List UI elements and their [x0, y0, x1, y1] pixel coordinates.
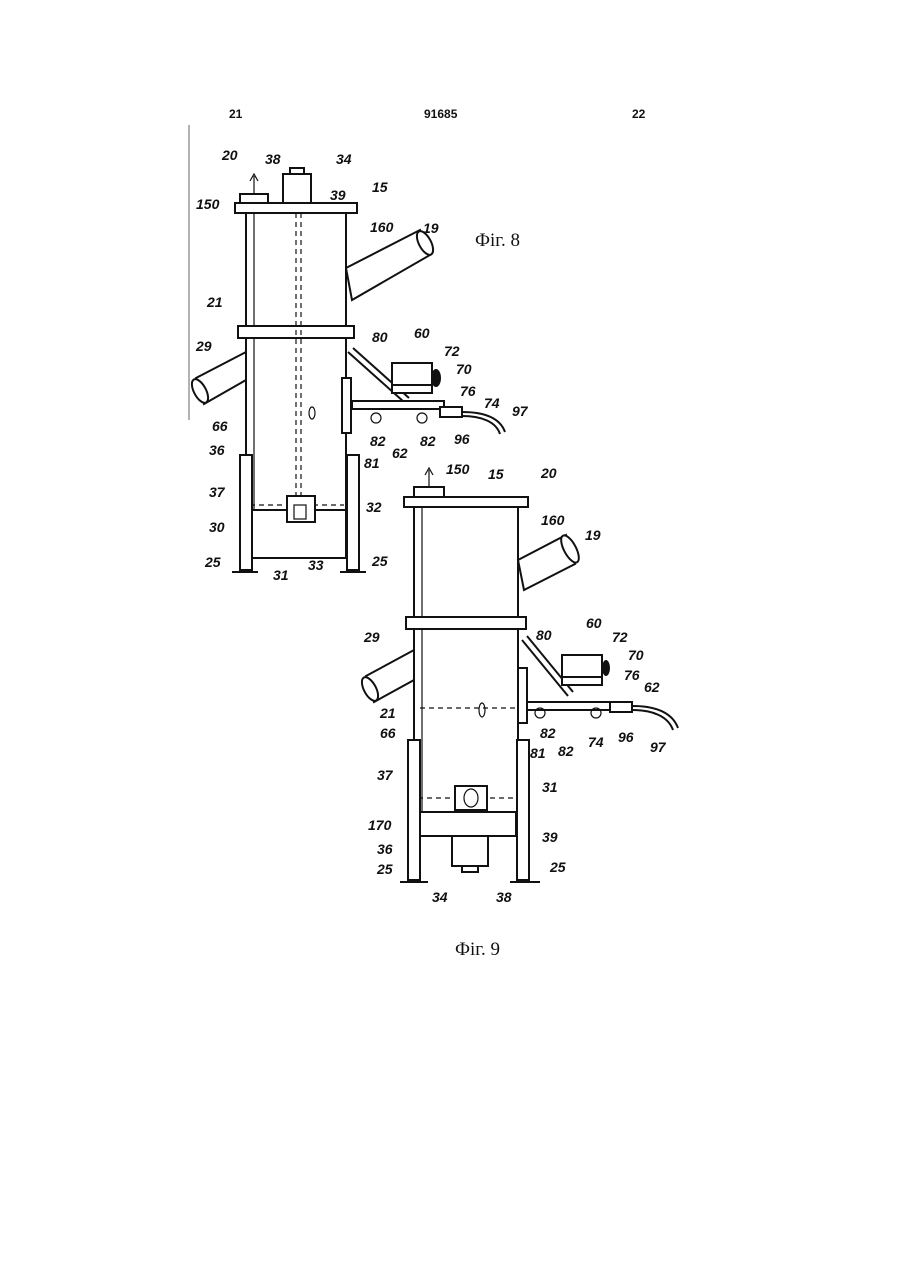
fig8-label: 39	[330, 187, 346, 203]
fig9-label: 62	[644, 679, 660, 695]
fig8-label: 72	[444, 343, 460, 359]
fig9-label: 97	[650, 739, 667, 755]
fig8-label: 25	[204, 554, 221, 570]
fig8-label: 76	[460, 383, 476, 399]
fig9-label: 150	[446, 461, 470, 477]
fig8-label: 15	[372, 179, 388, 195]
fig8-label: 20	[221, 147, 238, 163]
fig9-label: 70	[628, 647, 644, 663]
fig8-label: 60	[414, 325, 430, 341]
fig9-label: 20	[540, 465, 557, 481]
fig9-label: 60	[586, 615, 602, 631]
fig8-label: 97	[512, 403, 529, 419]
fig8-label: 36	[209, 442, 225, 458]
fig8-label: 32	[366, 499, 382, 515]
fig8-label: 150	[196, 196, 220, 212]
fig9-label: 76	[624, 667, 640, 683]
fig8-label: 66	[212, 418, 228, 434]
fig8-label: 19	[423, 220, 439, 236]
fig9-label: 19	[585, 527, 601, 543]
fig9-label: 160	[541, 512, 565, 528]
fig8-label: 37	[209, 484, 226, 500]
fig9-label: 25	[376, 861, 393, 877]
fig9-label: 25	[549, 859, 566, 875]
fig8-label: 74	[484, 395, 500, 411]
fig8-label: 33	[308, 557, 324, 573]
fig9-label: 39	[542, 829, 558, 845]
fig9-label: 82	[540, 725, 556, 741]
fig8-label: 29	[195, 338, 212, 354]
fig9-label: 36	[377, 841, 393, 857]
fig8-label: 96	[454, 431, 470, 447]
fig9-label: 80	[536, 627, 552, 643]
fig8-label: 38	[265, 151, 281, 167]
fig8-label: 70	[456, 361, 472, 377]
fig8-label: 31	[273, 567, 289, 583]
fig8-label: 25	[371, 553, 388, 569]
fig8-label: 62	[392, 445, 408, 461]
fig9-label: 170	[368, 817, 392, 833]
fig9-label: 38	[496, 889, 512, 905]
figure-8-caption: Фіг. 8	[475, 230, 520, 251]
fig9-label: 29	[363, 629, 380, 645]
fig8-label: 21	[206, 294, 223, 310]
fig9-label: 81	[530, 745, 546, 761]
fig8-label: 81	[364, 455, 380, 471]
fig9-label: 31	[542, 779, 558, 795]
fig9-label: 72	[612, 629, 628, 645]
fig9-label: 15	[488, 466, 504, 482]
fig8-label: 82	[370, 433, 386, 449]
fig9-label: 96	[618, 729, 634, 745]
fig9-label: 82	[558, 743, 574, 759]
fig9-label: 74	[588, 734, 604, 750]
fig8-label: 80	[372, 329, 388, 345]
fig8-label: 30	[209, 519, 225, 535]
fig8-label: 160	[370, 219, 394, 235]
fig9-label: 34	[432, 889, 448, 905]
fig8-label: 82	[420, 433, 436, 449]
figure-9-caption: Фіг. 9	[455, 939, 500, 960]
fig9-label: 66	[380, 725, 396, 741]
fig8-label: 34	[336, 151, 352, 167]
fig9-label: 37	[377, 767, 394, 783]
fig9-label: 21	[379, 705, 396, 721]
